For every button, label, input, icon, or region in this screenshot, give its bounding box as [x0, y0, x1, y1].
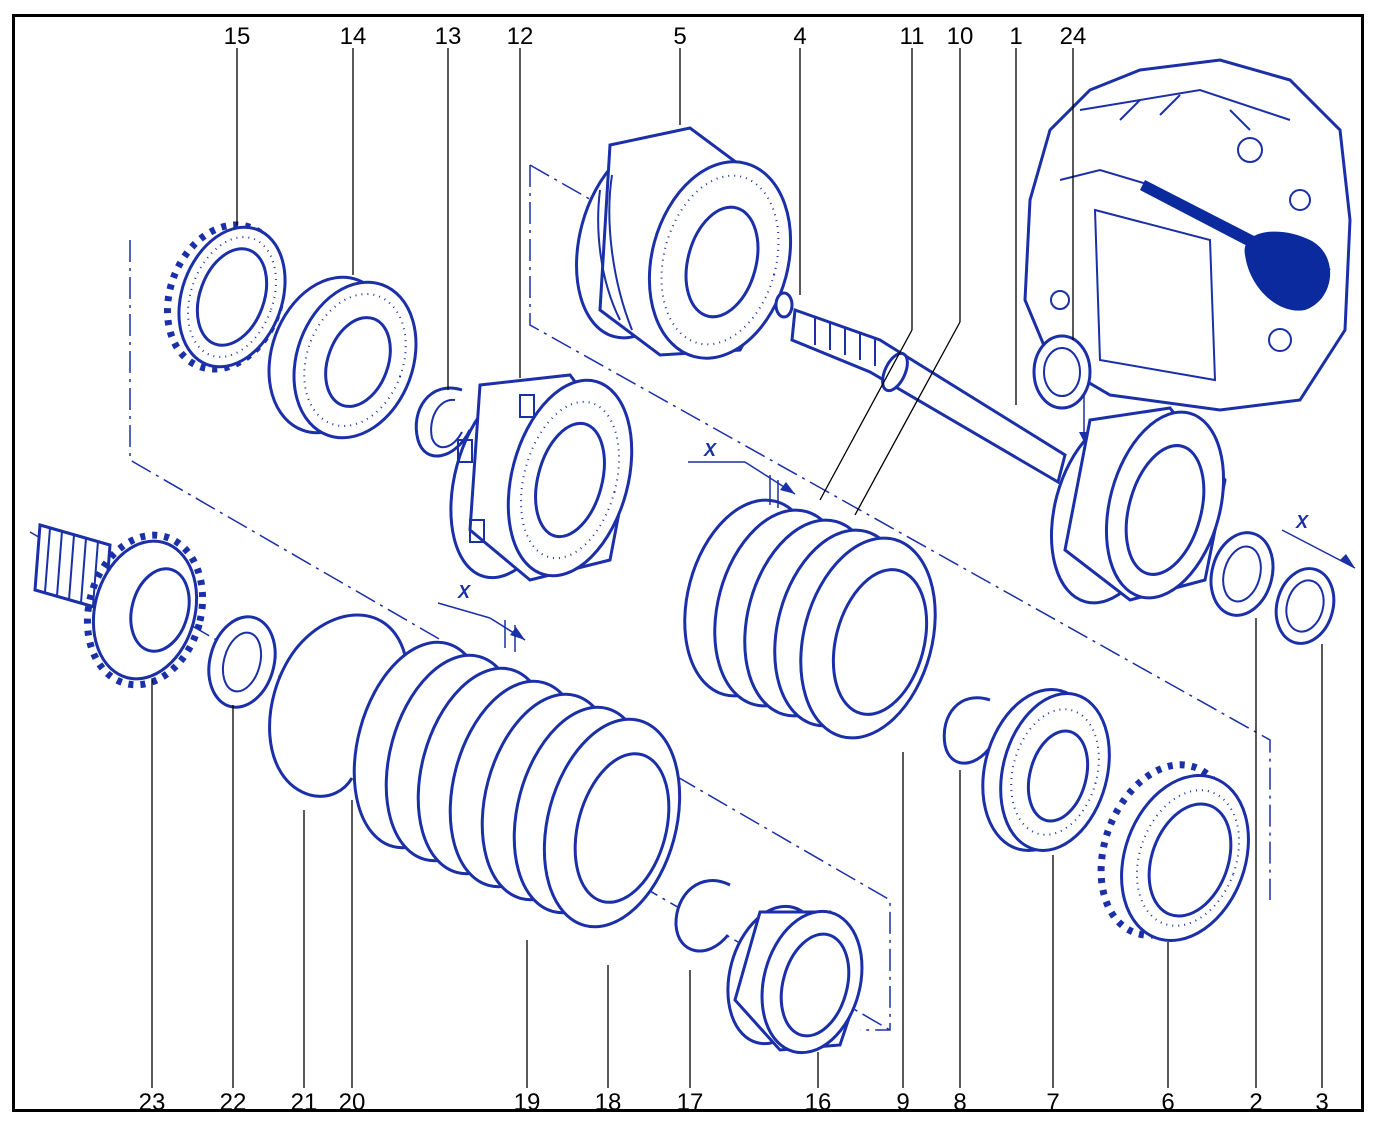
part-4-o-ring [774, 291, 794, 319]
label-23: 23 [139, 1089, 166, 1116]
label-10: 10 [947, 23, 974, 50]
clutch-pack-icon [683, 498, 937, 740]
dimension-label-upper: X [703, 440, 717, 460]
label-22: 22 [220, 1089, 247, 1116]
label-4: 4 [793, 23, 806, 50]
label-5: 5 [673, 23, 686, 50]
label-1: 1 [1009, 23, 1022, 50]
snap-ring-icon [268, 613, 407, 798]
top-labels: 15 14 13 12 5 4 11 10 1 24 [224, 23, 1087, 50]
part-22-bearing [207, 615, 277, 709]
dimension-marker-right: X [1281, 512, 1356, 569]
shaft-icon [790, 307, 1067, 485]
label-12: 12 [507, 23, 534, 50]
dimension-label-lower: X [457, 582, 471, 602]
part-16-seal-sleeve [726, 904, 864, 1055]
label-3: 3 [1315, 1089, 1328, 1116]
leader-lines [151, 48, 1323, 1088]
part-2-needle-bearing [1209, 531, 1275, 617]
part-24-thrust-washer [1032, 334, 1092, 442]
part-13-snap-ring [414, 386, 472, 458]
label-19: 19 [514, 1089, 541, 1116]
part-7-bearing [981, 688, 1111, 852]
label-13: 13 [435, 23, 462, 50]
label-11: 11 [900, 23, 925, 50]
dimension-marker-upper: X [688, 440, 796, 508]
part-1-carrier-drum [1049, 406, 1227, 605]
label-8: 8 [953, 1089, 966, 1116]
gear-icon [33, 523, 207, 689]
label-6: 6 [1161, 1089, 1174, 1116]
dimension-label-right: X [1295, 512, 1309, 532]
label-17: 17 [677, 1089, 704, 1116]
label-21: 21 [291, 1089, 318, 1116]
part-6-bearing-ring [1097, 761, 1250, 942]
label-16: 16 [805, 1089, 832, 1116]
part-12-clutch-drum [449, 373, 634, 582]
label-15: 15 [224, 23, 251, 50]
part-15-bearing-ring [163, 221, 287, 373]
part-3-washer [1274, 567, 1336, 645]
label-9: 9 [896, 1089, 909, 1116]
part-8-snap-ring [942, 696, 997, 765]
label-24: 24 [1060, 23, 1087, 50]
dimension-marker-lower: X [437, 582, 526, 652]
large-clutch-pack [352, 640, 682, 929]
label-2: 2 [1249, 1089, 1262, 1116]
label-14: 14 [340, 23, 367, 50]
part-17-snap-ring [674, 879, 731, 953]
part-5-clutch-housing [575, 126, 793, 360]
label-20: 20 [339, 1089, 366, 1116]
part-14-piston [267, 275, 418, 440]
label-18: 18 [595, 1089, 622, 1116]
label-7: 7 [1046, 1089, 1059, 1116]
bottom-labels: 23 22 21 20 19 18 17 16 9 8 7 6 2 3 [139, 1089, 1329, 1116]
